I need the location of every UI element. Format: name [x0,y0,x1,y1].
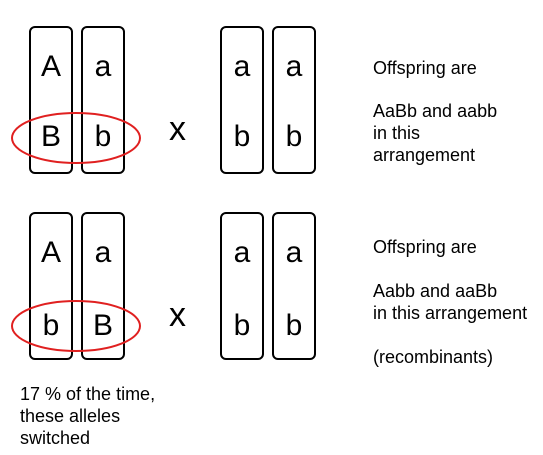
allele-bottom: b [285,120,303,153]
caption-line: (recombinants) [373,347,494,367]
caption-line: arrangement [373,145,476,165]
caption-line: in this [373,123,421,143]
chromosome-parent2-right: a b [272,26,316,174]
chromosome-parent2-left: a b [220,212,264,360]
allele-top: A [40,50,61,83]
allele-bottom: B [92,309,113,342]
footnote-line: switched [20,428,91,448]
chromosome-parent1-left: A B [29,26,73,174]
allele-top: A [40,236,61,269]
chromosome-parent1-right: a b [81,26,125,174]
allele-bottom: b [94,120,112,153]
caption-line: Offspring are [373,58,477,78]
chromosome-parent2-right: a b [272,212,316,360]
caption-line: Offspring are [373,237,477,257]
chromosome-parent2-left: a b [220,26,264,174]
allele-top: a [233,50,251,83]
allele-top: a [94,50,112,83]
chromosome-parent1-right: a B [81,212,125,360]
allele-bottom: B [40,120,61,153]
caption-line: Aabb and aaBb [373,281,498,301]
allele-bottom: b [233,120,251,153]
allele-top: a [233,236,251,269]
allele-bottom: b [285,309,303,342]
cross-symbol: x [169,296,186,334]
allele-top: a [94,236,112,269]
footnote-line: these alleles [20,406,121,426]
footnote-line: 17 % of the time, [20,384,156,404]
caption-line: in this arrangement [373,303,528,323]
cross-symbol: x [169,110,186,148]
chromosome-parent1-left: A b [29,212,73,360]
caption-line: AaBb and aabb [373,101,498,121]
allele-bottom: b [42,309,60,342]
allele-top: a [285,50,303,83]
allele-top: a [285,236,303,269]
allele-bottom: b [233,309,251,342]
